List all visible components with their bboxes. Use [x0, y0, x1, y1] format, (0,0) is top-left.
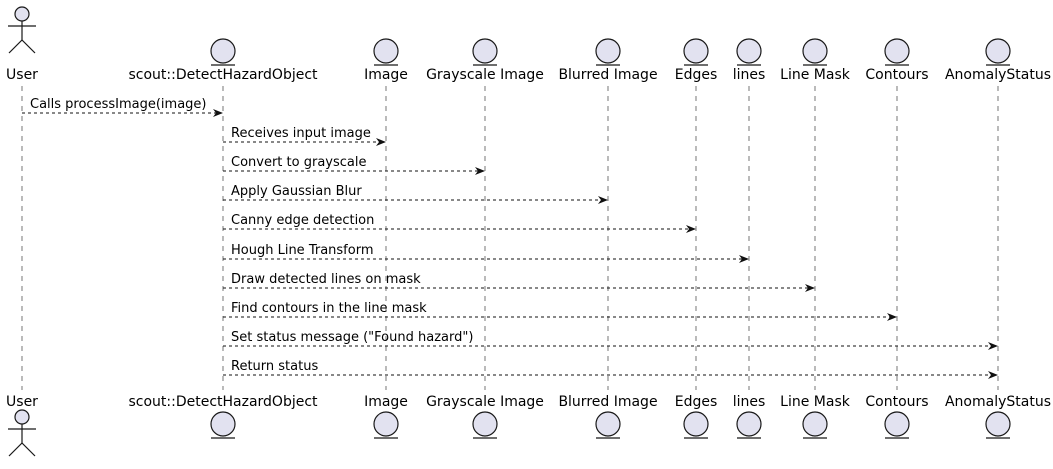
entity-icon [373, 38, 399, 66]
entity-icon [985, 411, 1011, 439]
participant-label-contours-bottom: Contours [865, 394, 928, 410]
entity-icon [595, 38, 621, 66]
participant-label-user-bottom: User [6, 394, 38, 410]
message-label: Apply Gaussian Blur [231, 184, 362, 199]
entity-icon [210, 411, 236, 439]
entity-icon [683, 411, 709, 439]
entity-icon [985, 38, 1011, 66]
entity-icon [884, 38, 910, 66]
message-label: Draw detected lines on mask [231, 272, 421, 287]
participant-label-blur-top: Blurred Image [558, 67, 657, 83]
participant-label-user-top: User [6, 67, 38, 83]
participant-label-status-bottom: AnomalyStatus [945, 394, 1051, 410]
entity-icon [736, 411, 762, 439]
actor-icon [8, 6, 36, 54]
participant-label-detector-top: scout::DetectHazardObject [128, 67, 318, 83]
actor-icon [8, 409, 36, 457]
entity-icon [210, 38, 236, 66]
participant-label-blur-bottom: Blurred Image [558, 394, 657, 410]
participant-label-lines-top: lines [733, 67, 766, 83]
message-label: Set status message ("Found hazard") [231, 330, 473, 345]
message-label: Calls processImage(image) [30, 97, 206, 112]
participant-label-mask-top: Line Mask [780, 67, 851, 83]
message-label: Find contours in the line mask [231, 301, 427, 316]
message-label: Receives input image [231, 126, 371, 141]
entity-icon [802, 411, 828, 439]
participant-label-status-top: AnomalyStatus [945, 67, 1051, 83]
participant-label-gray-top: Grayscale Image [426, 67, 544, 83]
entity-icon [472, 411, 498, 439]
participant-label-detector-bottom: scout::DetectHazardObject [128, 394, 318, 410]
participant-label-mask-bottom: Line Mask [780, 394, 851, 410]
entity-icon [802, 38, 828, 66]
entity-icon [472, 38, 498, 66]
entity-icon [373, 411, 399, 439]
participant-label-image-bottom: Image [364, 394, 408, 410]
message-label: Canny edge detection [231, 213, 374, 228]
participant-label-edges-bottom: Edges [675, 394, 718, 410]
participant-label-edges-top: Edges [675, 67, 718, 83]
participant-label-image-top: Image [364, 67, 408, 83]
entity-icon [683, 38, 709, 66]
message-label: Convert to grayscale [231, 155, 366, 170]
participant-label-contours-top: Contours [865, 67, 928, 83]
participant-label-gray-bottom: Grayscale Image [426, 394, 544, 410]
participant-label-lines-bottom: lines [733, 394, 766, 410]
entity-icon [736, 38, 762, 66]
message-label: Hough Line Transform [231, 243, 373, 258]
entity-icon [595, 411, 621, 439]
message-label: Return status [231, 359, 318, 374]
entity-icon [884, 411, 910, 439]
